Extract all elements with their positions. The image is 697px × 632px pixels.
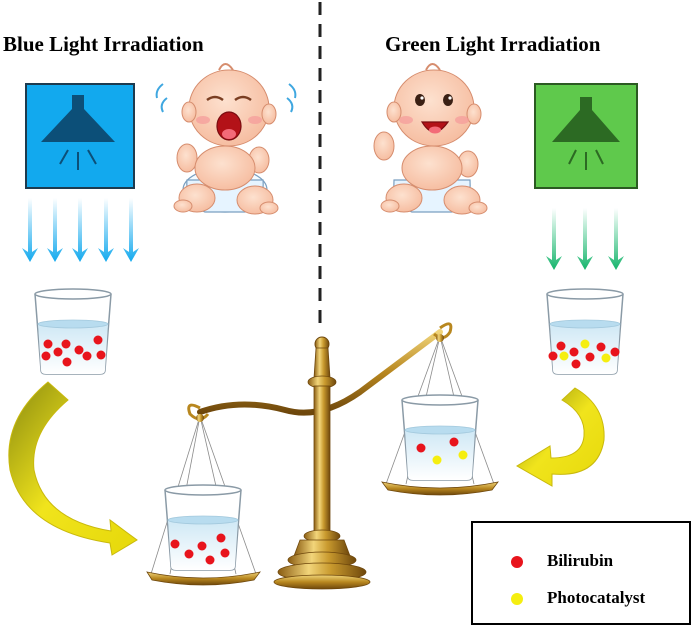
- legend-item-bilirubin: Bilirubin: [473, 547, 689, 577]
- beaker-icon: [401, 394, 479, 481]
- blue-light-rays: [22, 198, 139, 262]
- blue-light-title: Blue Light Irradiation: [3, 32, 204, 56]
- yellow-curved-arrow-left: [8, 381, 138, 556]
- light-ray-arrow: [123, 198, 139, 262]
- crying-baby-icon: [155, 63, 297, 215]
- light-ray-arrow: [72, 198, 88, 262]
- light-ray-arrow: [47, 198, 63, 262]
- legend-box: Bilirubin Photocatalyst: [471, 521, 691, 625]
- right-pan-plate: [381, 481, 499, 496]
- green-light-rays: [546, 208, 624, 270]
- smiling-baby-icon: [373, 63, 488, 215]
- legend-label: Bilirubin: [547, 551, 614, 570]
- legend-item-photocatalyst: Photocatalyst: [473, 584, 689, 614]
- beaker-icon: [164, 484, 242, 571]
- mixed-dots-beaker-green: [548, 339, 620, 369]
- green-lamp-icon: [534, 83, 638, 189]
- light-ray-arrow: [577, 208, 593, 270]
- light-ray-arrow: [98, 198, 114, 262]
- beaker-icon: [546, 288, 624, 375]
- light-ray-arrow: [546, 208, 562, 270]
- green-light-title: Green Light Irradiation: [385, 32, 601, 56]
- legend-label: Photocatalyst: [547, 588, 646, 607]
- left-pan-plate: [146, 571, 261, 586]
- yellow-curved-arrow-right: [516, 387, 605, 487]
- photocatalyst-dot-icon: [511, 593, 523, 605]
- balance-scale-icon: [150, 322, 495, 590]
- bilirubin-dots-beaker-blue: [41, 335, 106, 367]
- bilirubin-dot-icon: [511, 556, 523, 568]
- light-ray-arrow: [608, 208, 624, 270]
- blue-lamp-icon: [25, 83, 135, 189]
- light-ray-arrow: [22, 198, 38, 262]
- bilirubin-dots-left-pan: [170, 533, 230, 565]
- beaker-icon: [34, 288, 112, 375]
- mixed-dots-right-pan: [416, 437, 468, 465]
